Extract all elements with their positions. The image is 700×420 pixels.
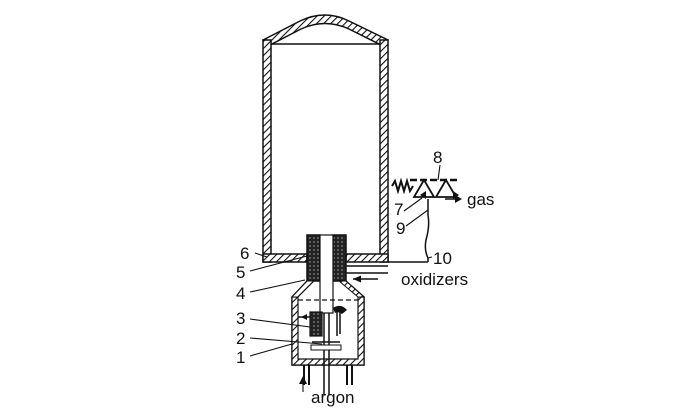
oxidizer-inlet [346,265,388,283]
label-8: 8 [433,148,442,167]
label-10: 10 [433,249,452,268]
label-9: 9 [396,219,405,238]
leader-lines [249,164,441,392]
label-6: 6 [240,244,249,263]
labels: 6 5 4 3 2 1 8 7 9 10 gas oxidizers argon [236,148,494,407]
reaction-chamber [261,14,390,263]
label-1: 1 [236,348,245,367]
gas-supply-assembly [388,177,462,263]
label-oxidizers: oxidizers [401,270,468,289]
central-nozzle [306,234,347,314]
argon-arrow-icon [299,376,307,384]
label-2: 2 [236,329,245,348]
label-7: 7 [394,200,403,219]
lower-housing [290,280,366,395]
label-4: 4 [236,284,245,303]
label-gas: gas [467,190,494,209]
label-5: 5 [236,263,245,282]
label-argon: argon [311,388,354,407]
electrode-assembly [298,305,347,351]
label-3: 3 [236,309,245,328]
